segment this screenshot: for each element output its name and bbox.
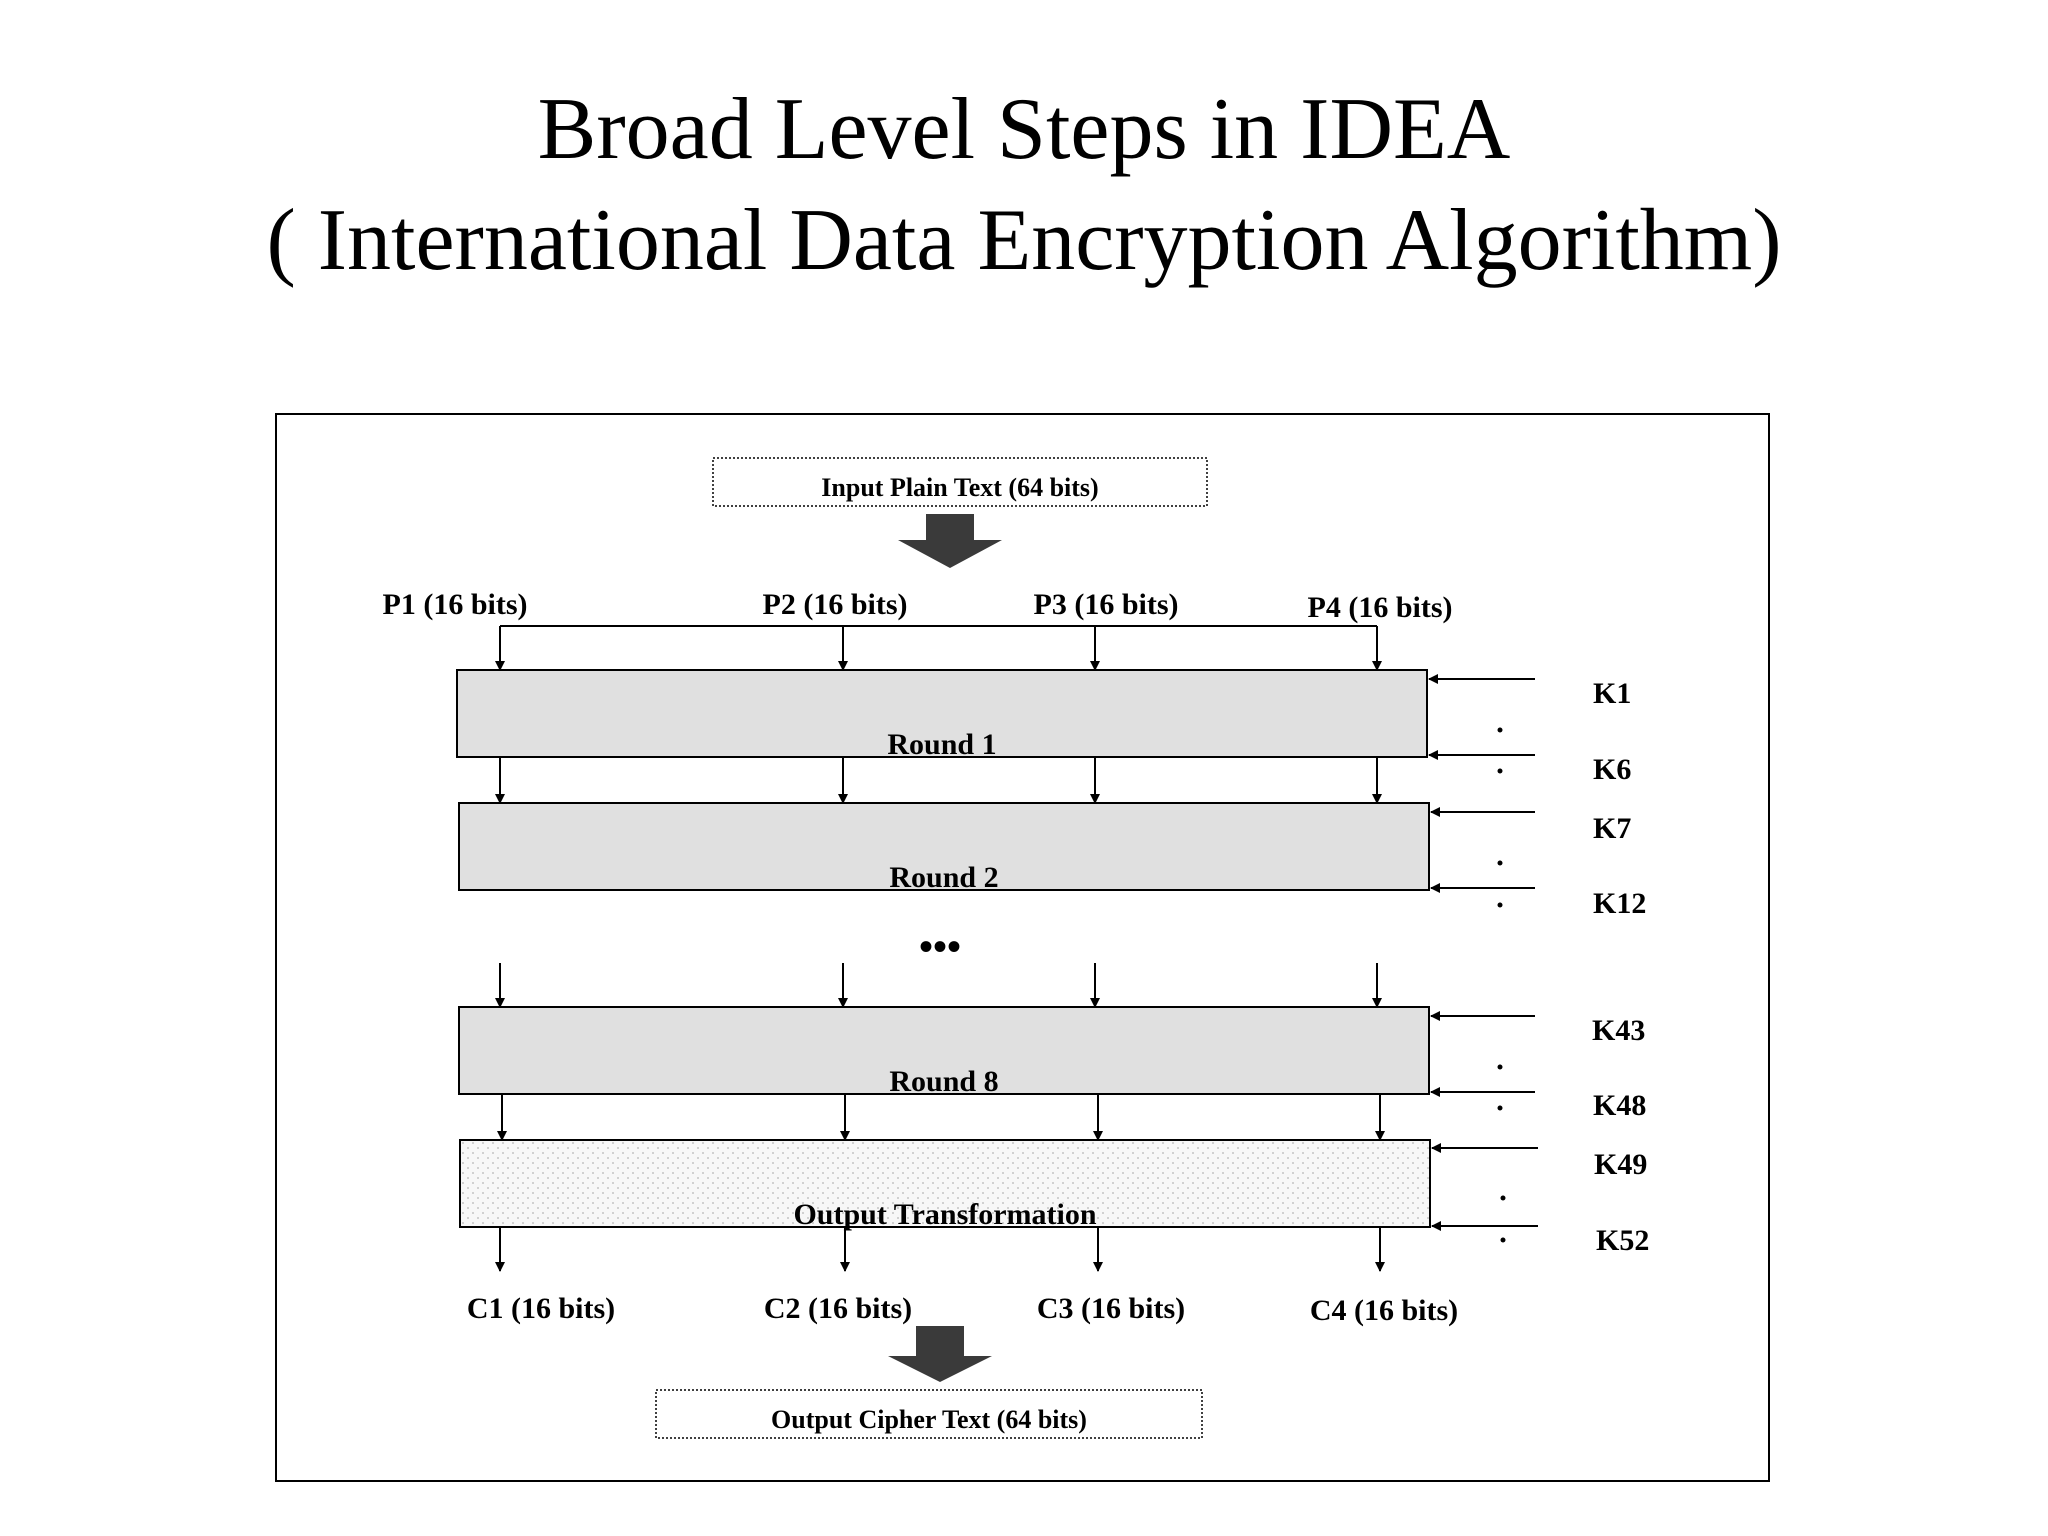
output-block-label-c4: C4 (16 bits): [1310, 1294, 1458, 1327]
input-block-label-p1: P1 (16 bits): [383, 588, 528, 621]
key-label-last-output-transformation: K52: [1596, 1224, 1649, 1257]
output-cipher-text-label: Output Cipher Text (64 bits): [771, 1405, 1087, 1434]
output-cipher-text-box: [655, 1389, 1203, 1439]
output-transformation-label: Output Transformation: [793, 1198, 1096, 1231]
key-range-dot: [1500, 1195, 1506, 1201]
slide-title-line-1: Broad Level Steps in IDEA: [537, 81, 1511, 178]
input-plain-text-label: Input Plain Text (64 bits): [821, 473, 1098, 502]
key-range-dot: [1500, 1237, 1506, 1243]
round-2-box: [458, 802, 1430, 891]
key-label-first-round-8: K43: [1592, 1014, 1645, 1047]
key-label-first-output-transformation: K49: [1594, 1148, 1647, 1181]
output-block-label-c3: C3 (16 bits): [1037, 1292, 1185, 1325]
output-block-label-c1: C1 (16 bits): [467, 1292, 615, 1325]
key-label-last-round-8: K48: [1593, 1089, 1646, 1122]
key-range-dot: [1497, 1064, 1503, 1070]
key-range-dot: [1497, 727, 1503, 733]
key-range-dot: [1497, 860, 1503, 866]
key-label-last-round-2: K12: [1593, 887, 1646, 920]
key-label-last-round-1: K6: [1593, 753, 1631, 786]
input-plain-text-box: [712, 457, 1208, 507]
output-block-arrow: [888, 1326, 992, 1382]
key-label-first-round-2: K7: [1593, 812, 1631, 845]
input-block-arrow: [898, 514, 1002, 568]
slide-title-line-2: ( International Data Encryption Algorith…: [266, 192, 1782, 289]
key-range-dot: [1497, 768, 1503, 774]
key-range-dot: [1497, 1105, 1503, 1111]
input-block-label-p4: P4 (16 bits): [1308, 591, 1453, 624]
round-1-label: Round 1: [887, 728, 996, 761]
key-label-first-round-1: K1: [1593, 677, 1631, 710]
output-transformation-box: [459, 1139, 1431, 1228]
diagram-frame: [275, 413, 1770, 1482]
output-block-label-c2: C2 (16 bits): [764, 1292, 912, 1325]
round-8-box: [458, 1006, 1430, 1095]
input-block-label-p3: P3 (16 bits): [1034, 588, 1179, 621]
round-2-label: Round 2: [889, 861, 998, 894]
round-8-label: Round 8: [889, 1065, 998, 1098]
input-block-label-p2: P2 (16 bits): [763, 588, 908, 621]
round-1-box: [456, 669, 1428, 758]
key-range-dot: [1497, 902, 1503, 908]
rounds-ellipsis: •••: [919, 924, 961, 969]
